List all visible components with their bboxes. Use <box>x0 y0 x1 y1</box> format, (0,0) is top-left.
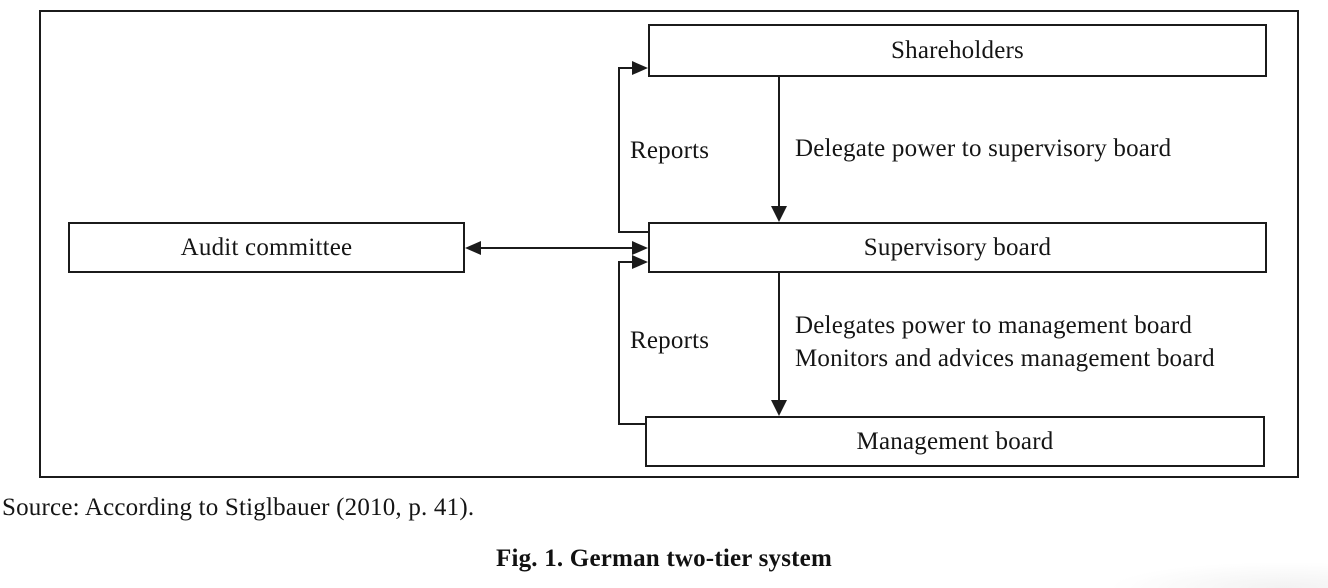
arrowhead-right-icon <box>632 241 648 255</box>
arrow-shaft <box>618 261 634 263</box>
arrow-shaft <box>618 67 620 233</box>
source-note: Source: According to Stiglbauer (2010, p… <box>2 494 475 521</box>
arrowhead-right-icon <box>632 255 648 269</box>
node-supervisory-board: Supervisory board <box>648 222 1267 273</box>
edge-label-delegate-management-line2: Monitors and advices management board <box>795 345 1215 372</box>
arrow-shaft <box>618 231 648 233</box>
edge-label-reports-lower: Reports <box>630 327 710 354</box>
arrow-shaft <box>778 273 780 402</box>
edge-label-reports-upper: Reports <box>630 137 710 164</box>
arrow-shaft <box>477 247 635 249</box>
node-audit-committee: Audit committee <box>68 222 465 273</box>
edge-label-delegate-supervisory: Delegate power to supervisory board <box>795 135 1172 162</box>
arrowhead-left-icon <box>465 241 481 255</box>
node-shareholders: Shareholders <box>648 24 1267 77</box>
arrow-shaft <box>618 67 634 69</box>
node-management-board: Management board <box>645 416 1265 467</box>
arrow-shaft <box>778 77 780 208</box>
edge-label-delegate-management-line1: Delegates power to management board <box>795 312 1193 339</box>
figure-caption: Fig. 1. German two-tier system <box>495 545 832 572</box>
edge-label-delegate-management: Delegates power to management board Moni… <box>795 309 1215 375</box>
arrowhead-down-icon <box>771 400 787 416</box>
node-shareholders-label: Shareholders <box>891 37 1024 64</box>
node-supervisory-board-label: Supervisory board <box>863 234 1052 261</box>
node-management-board-label: Management board <box>856 428 1054 455</box>
arrowhead-right-icon <box>632 61 648 75</box>
node-audit-committee-label: Audit committee <box>180 234 353 261</box>
arrow-shaft <box>618 261 620 425</box>
arrow-shaft <box>618 423 647 425</box>
arrowhead-down-icon <box>771 206 787 222</box>
